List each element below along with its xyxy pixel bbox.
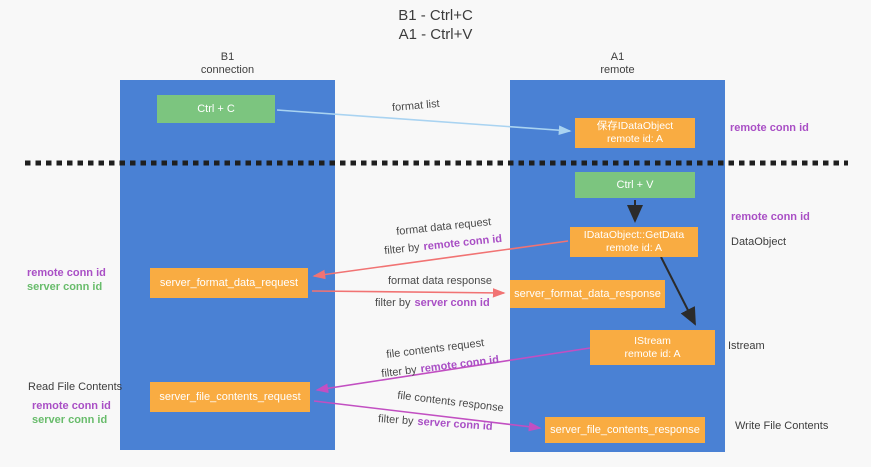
arrow-file-contents-request bbox=[315, 347, 591, 394]
node-server-format-data-request: server_format_data_request bbox=[150, 268, 308, 298]
annotation-left-bottom-ids: remote conn id server conn id bbox=[32, 399, 111, 427]
arrow-getdata-to-istream bbox=[660, 256, 696, 326]
node-getdata: IDataObject::GetData remote id: A bbox=[570, 227, 698, 257]
annotation-istream: Istream bbox=[728, 340, 765, 352]
node-getdata-line1: IDataObject::GetData bbox=[583, 229, 685, 241]
annotation-dataobject: DataObject bbox=[731, 236, 787, 248]
arrow-format-data-request bbox=[312, 240, 569, 280]
title-line-1: B1 - Ctrl+C bbox=[398, 7, 473, 24]
node-server-format-data-response: server_format_data_response bbox=[510, 280, 665, 308]
node-server-format-data-response-label: server_format_data_response bbox=[514, 287, 661, 300]
lifeline-header-b1: B1 connection bbox=[120, 51, 335, 77]
annotation-read-file-contents: Read File Contents bbox=[28, 381, 123, 393]
filter-by-text: filter by bbox=[375, 297, 411, 309]
node-ctrl-v: Ctrl + V bbox=[575, 172, 695, 198]
edge-label-format-data-response: format data response bbox=[388, 275, 492, 287]
server-conn-id-text: server conn id bbox=[414, 297, 490, 309]
annotation-write-file-contents: Write File Contents bbox=[735, 420, 829, 432]
annotation-left-mid-ids: remote conn id server conn id bbox=[27, 266, 106, 294]
lifeline-header-a1: A1 remote bbox=[510, 51, 725, 77]
node-save-dataobject: 保存IDataObject remote id: A bbox=[575, 118, 695, 148]
lifeline-b1-role: connection bbox=[200, 64, 255, 76]
lifeline-b1-name: B1 bbox=[220, 51, 235, 63]
arrow-format-data-response bbox=[311, 288, 506, 298]
annotation-left-mid-server: server conn id bbox=[27, 281, 103, 293]
title-line-2: A1 - Ctrl+V bbox=[398, 26, 473, 43]
node-server-file-contents-response: server_file_contents_response bbox=[545, 417, 705, 443]
arrow-file-contents-response bbox=[313, 400, 542, 432]
annotation-left-bottom-server: server conn id bbox=[32, 414, 108, 426]
filter-by-text: filter by bbox=[377, 413, 414, 428]
annotation-remote-conn-id-mid: remote conn id bbox=[731, 211, 810, 223]
node-ctrl-c: Ctrl + C bbox=[157, 95, 275, 123]
arrow-format-list bbox=[276, 109, 572, 135]
node-istream: IStream remote id: A bbox=[590, 330, 715, 365]
annotation-remote-conn-id-top: remote conn id bbox=[730, 122, 809, 134]
node-server-file-contents-request-label: server_file_contents_request bbox=[159, 390, 301, 403]
node-getdata-line2: remote id: A bbox=[605, 242, 663, 254]
diagram-title: B1 - Ctrl+C A1 - Ctrl+V bbox=[0, 6, 871, 44]
node-server-file-contents-response-label: server_file_contents_response bbox=[550, 423, 700, 436]
node-istream-line1: IStream bbox=[634, 334, 671, 347]
lifeline-a1-name: A1 bbox=[610, 51, 625, 63]
lifeline-a1-role: remote bbox=[600, 64, 635, 76]
annotation-left-mid-remote: remote conn id bbox=[27, 267, 106, 279]
node-save-dataobject-line1: 保存IDataObject bbox=[596, 120, 674, 132]
node-server-file-contents-request: server_file_contents_request bbox=[150, 382, 310, 412]
node-istream-line2: remote id: A bbox=[624, 347, 681, 360]
node-server-format-data-request-label: server_format_data_request bbox=[159, 276, 299, 289]
annotation-left-bottom-remote: remote conn id bbox=[32, 400, 111, 412]
node-ctrl-c-label: Ctrl + C bbox=[197, 103, 235, 115]
node-save-dataobject-line2: remote id: A bbox=[606, 133, 664, 145]
node-ctrl-v-label: Ctrl + V bbox=[616, 179, 654, 191]
